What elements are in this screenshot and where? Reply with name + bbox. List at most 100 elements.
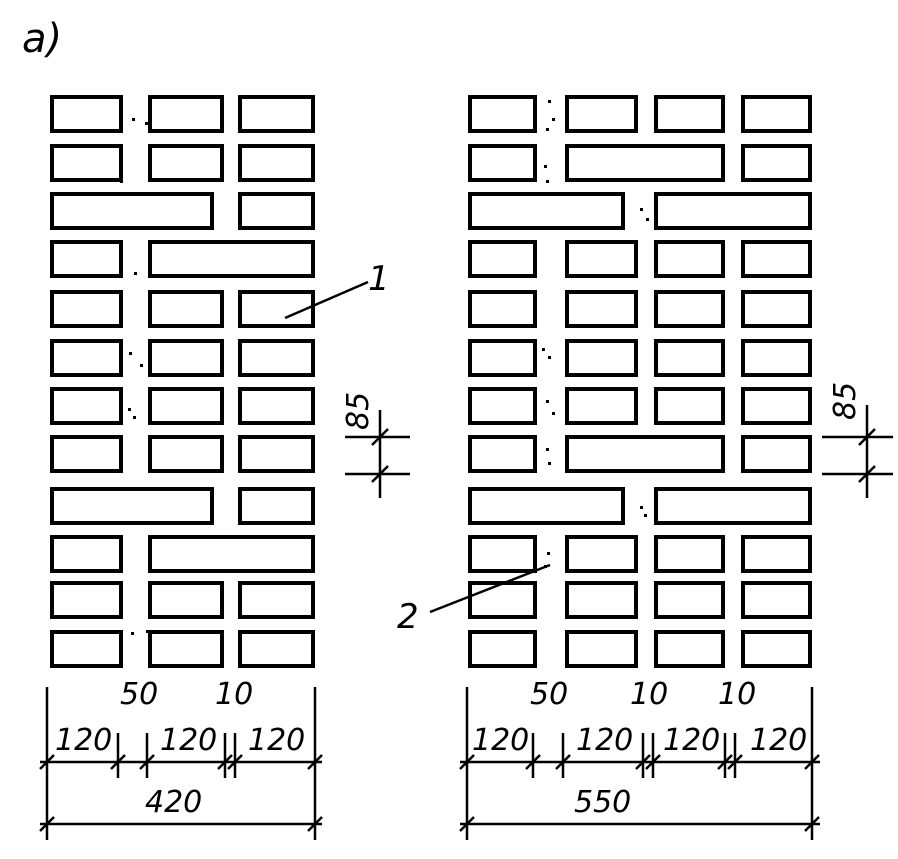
right-brick-r10-b3 <box>654 535 725 573</box>
left-tick-1 <box>110 754 126 770</box>
right-wall-bricks <box>468 95 812 668</box>
right-tick-3 <box>635 754 651 770</box>
right-brick-r8-b3 <box>741 435 812 473</box>
right-tick-0 <box>459 754 475 770</box>
left-brick-r6-b3 <box>238 339 315 377</box>
right-total-tick-left <box>459 816 475 832</box>
callout-2-leader <box>429 563 551 614</box>
left-brick-r6-b2 <box>148 339 224 377</box>
left-brick-r3-b2 <box>238 192 315 230</box>
right-dim-tick-bottom <box>858 465 876 483</box>
right-brick-r9-b2 <box>654 487 812 525</box>
left-tick-2 <box>139 754 155 770</box>
right-brick-r4-b2 <box>565 240 638 278</box>
right-gap-label-10b: 10 <box>718 677 756 712</box>
left-mortar-mark-3 <box>120 180 123 183</box>
left-brick-dimension-line: 120 120 120 <box>39 687 323 840</box>
right-brick-r3-b1 <box>468 192 625 230</box>
figure-label: a) <box>22 16 62 62</box>
right-brick-width-1: 120 <box>472 723 529 758</box>
left-mortar-mark-1 <box>132 118 135 121</box>
right-mortar-mark-9 <box>548 356 551 359</box>
right-tick-2 <box>555 754 571 770</box>
callout-2: 2 <box>397 563 551 637</box>
left-total-dimension-line: 420 <box>39 778 323 840</box>
left-brick-r9-b1 <box>50 487 214 525</box>
right-total-tick-right <box>804 816 820 832</box>
right-brick-r11-b2 <box>565 581 638 619</box>
left-brick-r6-b1 <box>50 339 123 377</box>
right-brick-r5-b2 <box>565 290 638 328</box>
left-brick-r11-b1 <box>50 581 123 619</box>
right-brick-r7-b2 <box>565 387 638 425</box>
left-brick-r7-b1 <box>50 387 123 425</box>
left-mortar-mark-6 <box>140 364 143 367</box>
left-brick-r7-b3 <box>238 387 315 425</box>
right-brick-r4-b4 <box>741 240 812 278</box>
left-brick-r1-b3 <box>238 95 315 133</box>
left-brick-r11-b3 <box>238 581 315 619</box>
left-brick-r2-b3 <box>238 144 315 182</box>
right-mortar-mark-2 <box>552 118 555 121</box>
left-course-height-label: 85 <box>341 392 376 430</box>
right-brick-r4-b1 <box>468 240 537 278</box>
right-mortar-mark-14 <box>640 506 643 509</box>
right-wall-mortar-marks <box>542 100 649 568</box>
left-brick-r9-b2 <box>238 487 315 525</box>
right-brick-r1-b2 <box>565 95 638 133</box>
right-brick-r1-b1 <box>468 95 537 133</box>
right-brick-width-4: 120 <box>750 723 807 758</box>
right-brick-r7-b4 <box>741 387 812 425</box>
right-course-height-dimension: 85 <box>822 382 893 498</box>
left-brick-r7-b2 <box>148 387 224 425</box>
right-brick-r5-b4 <box>741 290 812 328</box>
left-mortar-mark-8 <box>133 416 136 419</box>
right-total-width: 550 <box>574 785 631 820</box>
left-wall-bricks <box>50 95 315 668</box>
right-tick-1 <box>525 754 541 770</box>
left-brick-r2-b2 <box>148 144 224 182</box>
left-total-tick-left <box>39 816 55 832</box>
callout-2-number: 2 <box>397 597 419 637</box>
right-gap-label-50: 50 <box>530 677 568 712</box>
right-brick-r5-b1 <box>468 290 537 328</box>
right-mortar-mark-1 <box>548 100 551 103</box>
left-dim-tick-bottom <box>371 465 389 483</box>
right-brick-r7-b1 <box>468 387 537 425</box>
right-brick-r10-b4 <box>741 535 812 573</box>
right-brick-r12-b1 <box>468 630 537 668</box>
right-brick-r10-b1 <box>468 535 537 573</box>
left-brick-r12-b3 <box>238 630 315 668</box>
right-mortar-mark-6 <box>640 208 643 211</box>
right-tick-5 <box>717 754 733 770</box>
right-brick-r12-b3 <box>654 630 725 668</box>
right-brick-r7-b3 <box>654 387 725 425</box>
right-brick-r9-b1 <box>468 487 625 525</box>
left-brick-r8-b3 <box>238 435 315 473</box>
right-brick-r3-b2 <box>654 192 812 230</box>
left-tick-0 <box>39 754 55 770</box>
left-tick-4 <box>227 754 243 770</box>
right-mortar-mark-4 <box>544 165 547 168</box>
left-wall: 85 50 10 120 120 120 <box>39 95 410 840</box>
left-brick-r1-b2 <box>148 95 224 133</box>
right-brick-r2-b3 <box>741 144 812 182</box>
left-tick-3 <box>217 754 233 770</box>
left-brick-r5-b3 <box>238 290 315 328</box>
left-mortar-mark-9 <box>131 632 134 635</box>
right-mortar-mark-5 <box>546 180 549 183</box>
left-total-width: 420 <box>145 785 202 820</box>
left-brick-width-3: 120 <box>248 723 305 758</box>
left-mortar-mark-7 <box>128 408 131 411</box>
left-brick-r8-b2 <box>148 435 224 473</box>
callout-1: 1 <box>284 259 390 320</box>
right-brick-r12-b2 <box>565 630 638 668</box>
right-mortar-mark-7 <box>646 218 649 221</box>
left-brick-r1-b1 <box>50 95 123 133</box>
right-brick-dimension-line: 120 120 120 120 <box>459 687 820 840</box>
right-mortar-mark-11 <box>552 412 555 415</box>
right-gap-label-10a: 10 <box>630 677 668 712</box>
left-brick-r3-b1 <box>50 192 214 230</box>
right-tick-7 <box>804 754 820 770</box>
